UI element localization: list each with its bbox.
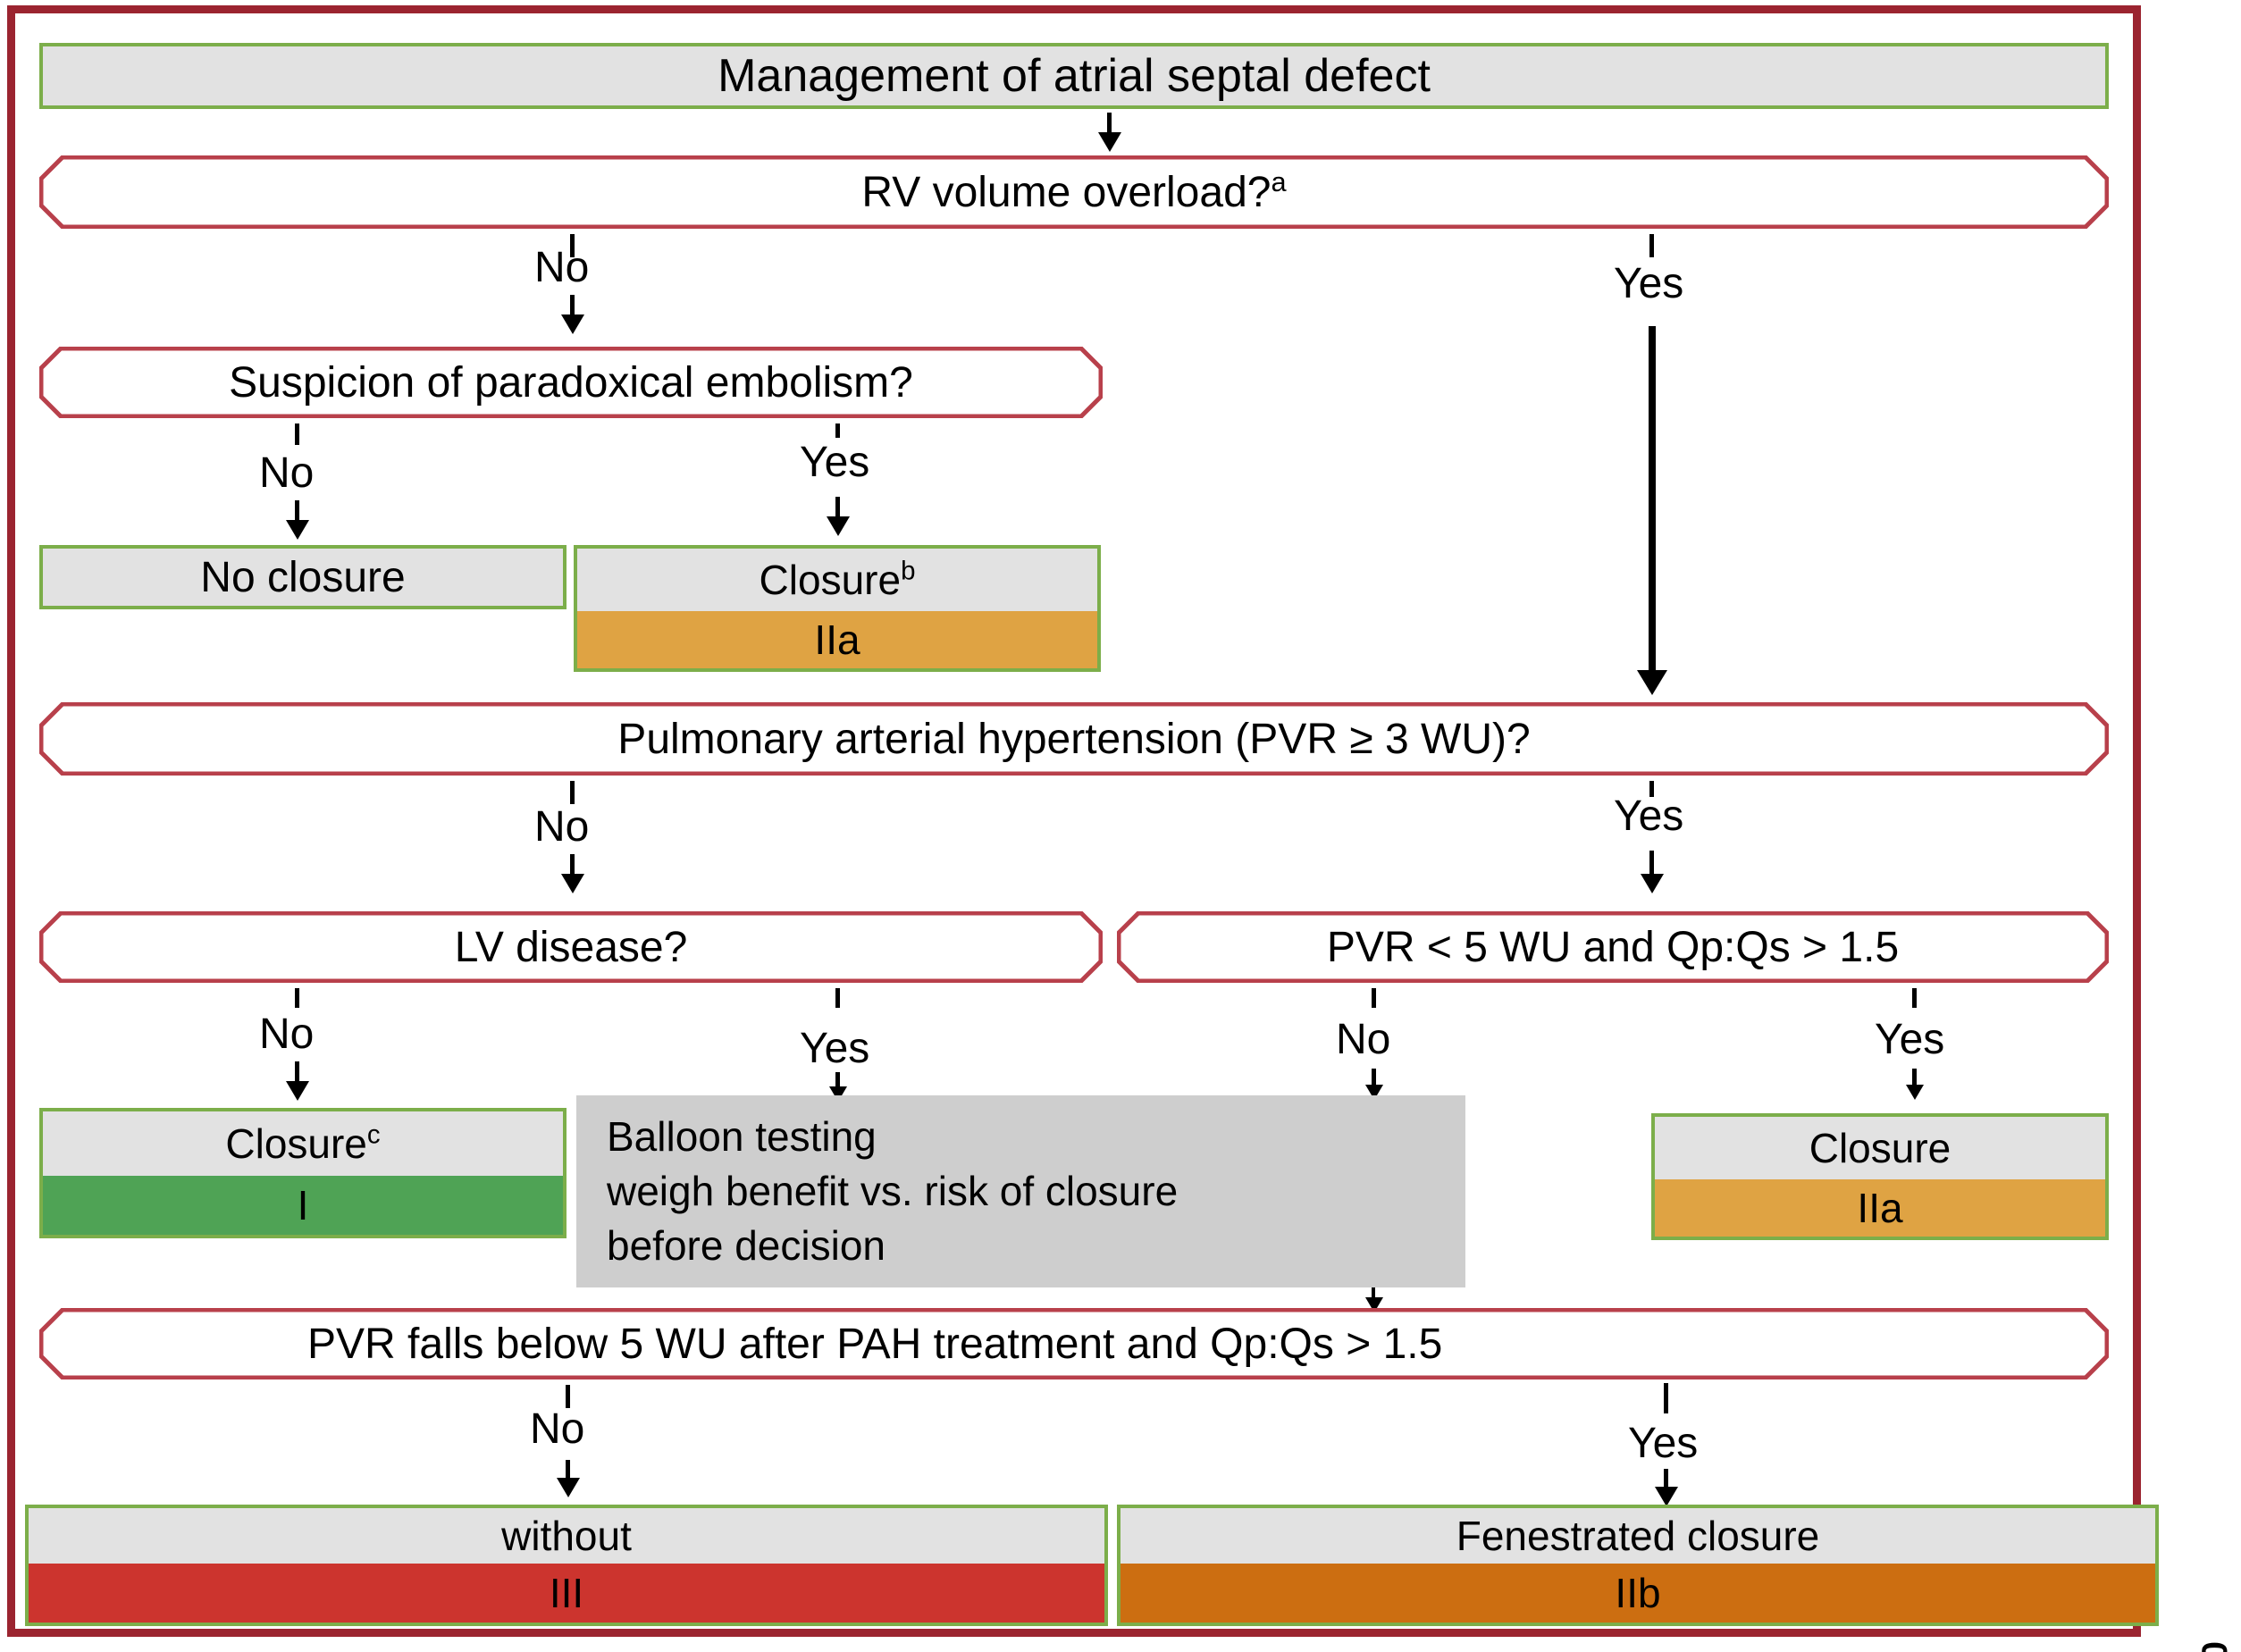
connector-emb-yes-stub — [835, 423, 840, 438]
connector-pvr-yes-stub — [1912, 988, 1917, 1008]
node-closure-c: Closurec I — [39, 1108, 567, 1238]
footnote-marker-c: c — [366, 1120, 381, 1150]
decision-shape — [39, 347, 1103, 418]
edge-label-falls-no: No — [530, 1405, 585, 1453]
node-balloon-testing-line1: Balloon testing — [607, 1113, 877, 1161]
edge-label-lv-no: No — [259, 1010, 315, 1058]
node-without-label: without — [29, 1508, 1104, 1564]
edge-label-emb-yes: Yes — [800, 439, 870, 486]
edge-label-pah-yes: Yes — [1614, 792, 1684, 840]
footnote-marker-b: b — [901, 556, 916, 586]
decision-shape — [39, 1308, 2109, 1379]
connector-pah-no — [570, 854, 575, 879]
arrowhead-falls-no — [557, 1478, 580, 1497]
connector-lv-no — [295, 1061, 299, 1085]
node-closure-b: Closureb IIa — [574, 545, 1101, 672]
node-paradoxical-embolism: Suspicion of paradoxical embolism? — [39, 347, 1103, 418]
copyright-label: ©ESC 2020 — [2195, 1639, 2236, 1652]
node-title: Management of atrial septal defect — [39, 43, 2109, 109]
node-no-closure-label: No closure — [200, 553, 406, 601]
decision-shape — [39, 911, 1103, 983]
arrowhead-title-to-rv — [1098, 132, 1121, 152]
connector-falls-yes-stub — [1664, 1383, 1668, 1413]
node-closure-b-label: Closureb — [577, 549, 1097, 611]
connector-lv-yes — [835, 1072, 840, 1090]
node-closure-right-class: IIa — [1655, 1179, 2105, 1237]
figure-frame — [7, 5, 2141, 1637]
arrowhead-pah-yes — [1641, 874, 1664, 893]
arrowhead-falls-yes — [1655, 1487, 1678, 1506]
connector-pvr-yes — [1912, 1069, 1917, 1088]
edge-label-lv-yes: Yes — [800, 1025, 870, 1072]
node-fenestrated-closure-label: Fenestrated closure — [1120, 1508, 2155, 1564]
connector-falls-no-stub — [566, 1385, 570, 1408]
arrowhead-emb-yes — [827, 516, 850, 536]
decision-shape — [39, 702, 2109, 776]
edge-label-rv-yes: Yes — [1614, 260, 1684, 307]
node-balloon-testing-line3: before decision — [607, 1221, 885, 1269]
node-rv-volume-overload: RV volume overload?a — [39, 155, 2109, 229]
node-closure-c-label: Closurec — [43, 1111, 563, 1176]
arrowhead-rv-yes — [1637, 670, 1667, 695]
node-balloon-testing: Balloon testing weigh benefit vs. risk o… — [576, 1095, 1465, 1287]
connector-emb-no — [295, 500, 299, 524]
connector-falls-yes — [1664, 1469, 1668, 1490]
connector-falls-no — [566, 1460, 570, 1481]
node-lv-disease: LV disease? — [39, 911, 1103, 983]
edge-label-pvr-yes: Yes — [1875, 1016, 1945, 1063]
connector-title-to-rv — [1107, 113, 1112, 136]
node-pvr-falls-label: PVR falls below 5 WU after PAH treatment… — [307, 1320, 1443, 1368]
edge-label-rv-no: No — [534, 244, 590, 291]
node-title-label: Management of atrial septal defect — [718, 50, 1431, 102]
edge-label-falls-yes: Yes — [1628, 1420, 1699, 1467]
connector-pah-yes-stub — [1649, 781, 1654, 797]
connector-lv-yes-stub — [835, 988, 840, 1008]
connector-pvr-no-stub — [1372, 988, 1376, 1008]
node-pvr-qpqs-label: PVR < 5 WU and Qp:Qs > 1.5 — [1326, 923, 1900, 971]
connector-rv-no — [570, 295, 575, 320]
connector-balloon-to-falls — [1372, 1287, 1375, 1300]
footnote-marker-a: a — [1271, 165, 1287, 197]
edge-label-emb-no: No — [259, 449, 315, 497]
node-balloon-testing-line2: weigh benefit vs. risk of closure — [607, 1168, 1179, 1215]
connector-pah-no-stub — [570, 781, 575, 804]
node-closure-right: Closure IIa — [1651, 1113, 2109, 1240]
node-without: without III — [25, 1505, 1108, 1626]
arrowhead-emb-no — [286, 520, 309, 540]
connector-rv-yes-stub — [1649, 234, 1654, 257]
connector-rv-no-stub — [570, 234, 575, 257]
node-pulmonary-arterial-hypertension-label: Pulmonary arterial hypertension (PVR ≥ 3… — [617, 715, 1531, 763]
arrowhead-lv-no — [286, 1081, 309, 1101]
connector-pah-yes — [1649, 851, 1654, 879]
node-pvr-falls: PVR falls below 5 WU after PAH treatment… — [39, 1308, 2109, 1379]
edge-label-pvr-no: No — [1336, 1016, 1391, 1063]
edge-label-pah-no: No — [534, 803, 590, 851]
node-fenestrated-closure-class: IIb — [1120, 1564, 2155, 1623]
node-without-class: III — [29, 1564, 1104, 1623]
connector-lv-no-stub — [295, 988, 299, 1008]
decision-shape — [1117, 911, 2109, 983]
node-closure-right-label: Closure — [1655, 1117, 2105, 1179]
node-no-closure: No closure — [39, 545, 567, 609]
connector-pvr-no — [1372, 1069, 1376, 1088]
arrowhead-rv-no — [561, 314, 584, 334]
node-closure-c-class: I — [43, 1176, 563, 1235]
node-pvr-qpqs: PVR < 5 WU and Qp:Qs > 1.5 — [1117, 911, 2109, 983]
connector-emb-no-stub — [295, 423, 299, 445]
node-fenestrated-closure: Fenestrated closure IIb — [1117, 1505, 2159, 1626]
node-lv-disease-label: LV disease? — [454, 923, 688, 971]
connector-rv-yes — [1649, 326, 1656, 676]
connector-emb-yes — [835, 497, 840, 520]
node-closure-b-class: IIa — [577, 611, 1097, 668]
node-rv-volume-overload-label: RV volume overload?a — [861, 165, 1287, 216]
arrowhead-pah-no — [561, 874, 584, 893]
node-pulmonary-arterial-hypertension: Pulmonary arterial hypertension (PVR ≥ 3… — [39, 702, 2109, 776]
node-paradoxical-embolism-label: Suspicion of paradoxical embolism? — [229, 358, 913, 407]
decision-shape — [39, 155, 2109, 229]
arrowhead-pvr-yes — [1906, 1085, 1924, 1100]
